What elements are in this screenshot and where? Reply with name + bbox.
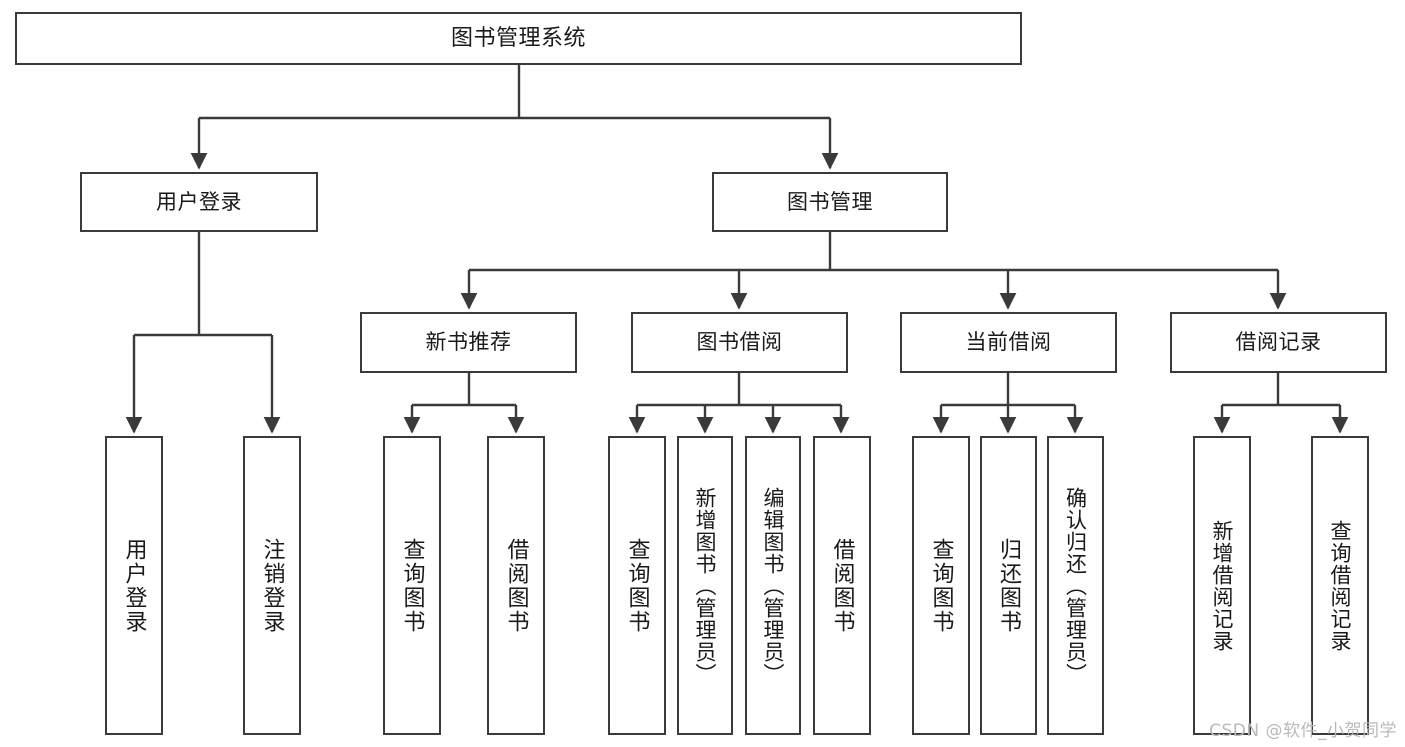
node-label: 借阅图书 bbox=[503, 537, 529, 634]
node-label: 当前借阅 bbox=[965, 330, 1052, 355]
node-leaf-current-return-book[interactable]: 归还图书 bbox=[980, 436, 1037, 735]
node-label: 归还图书 bbox=[996, 537, 1022, 634]
node-label: 查询图书 bbox=[928, 537, 954, 634]
node-root-system[interactable]: 图书管理系统 bbox=[15, 12, 1022, 65]
node-label: 查询图书 bbox=[624, 537, 650, 634]
node-label: 借阅记录 bbox=[1235, 330, 1322, 355]
node-label: 注销登录 bbox=[259, 537, 285, 634]
node-book-manage[interactable]: 图书管理 bbox=[712, 172, 948, 232]
node-label: 新增图书（管理员） bbox=[693, 486, 718, 685]
node-leaf-current-confirm-return-admin[interactable]: 确认归还（管理员） bbox=[1047, 436, 1104, 735]
node-leaf-current-query-book[interactable]: 查询图书 bbox=[912, 436, 970, 735]
node-borrow-record[interactable]: 借阅记录 bbox=[1170, 312, 1387, 373]
node-leaf-user-logout[interactable]: 注销登录 bbox=[243, 436, 301, 735]
node-book-borrow[interactable]: 图书借阅 bbox=[631, 312, 848, 373]
node-label: 用户登录 bbox=[121, 537, 147, 634]
node-current-borrow[interactable]: 当前借阅 bbox=[900, 312, 1117, 373]
node-label: 图书管理系统 bbox=[450, 25, 586, 51]
node-leaf-record-add-record[interactable]: 新增借阅记录 bbox=[1193, 436, 1251, 735]
node-label: 图书借阅 bbox=[696, 330, 783, 355]
node-label: 查询图书 bbox=[399, 537, 425, 634]
node-label: 借阅图书 bbox=[829, 537, 855, 634]
node-label: 图书管理 bbox=[787, 189, 873, 214]
node-leaf-user-login[interactable]: 用户登录 bbox=[105, 436, 163, 735]
node-leaf-borrow-edit-book-admin[interactable]: 编辑图书（管理员） bbox=[745, 436, 801, 735]
node-user-login[interactable]: 用户登录 bbox=[80, 172, 318, 232]
node-label: 新书推荐 bbox=[425, 330, 512, 355]
node-leaf-newbook-query-book[interactable]: 查询图书 bbox=[383, 436, 441, 735]
watermark-text: CSDN @软件_小贺同学 bbox=[1209, 721, 1397, 741]
node-leaf-borrow-borrow-book[interactable]: 借阅图书 bbox=[813, 436, 871, 735]
node-leaf-record-query-record[interactable]: 查询借阅记录 bbox=[1311, 436, 1369, 735]
node-leaf-borrow-query-book[interactable]: 查询图书 bbox=[608, 436, 666, 735]
node-label: 编辑图书（管理员） bbox=[761, 486, 786, 685]
node-label: 新增借阅记录 bbox=[1210, 519, 1235, 652]
node-label: 用户登录 bbox=[156, 189, 242, 214]
node-label: 确认归还（管理员） bbox=[1063, 486, 1088, 685]
node-new-book-recommend[interactable]: 新书推荐 bbox=[360, 312, 577, 373]
node-leaf-newbook-borrow-book[interactable]: 借阅图书 bbox=[487, 436, 545, 735]
node-label: 查询借阅记录 bbox=[1328, 519, 1353, 652]
node-leaf-borrow-add-book-admin[interactable]: 新增图书（管理员） bbox=[677, 436, 733, 735]
